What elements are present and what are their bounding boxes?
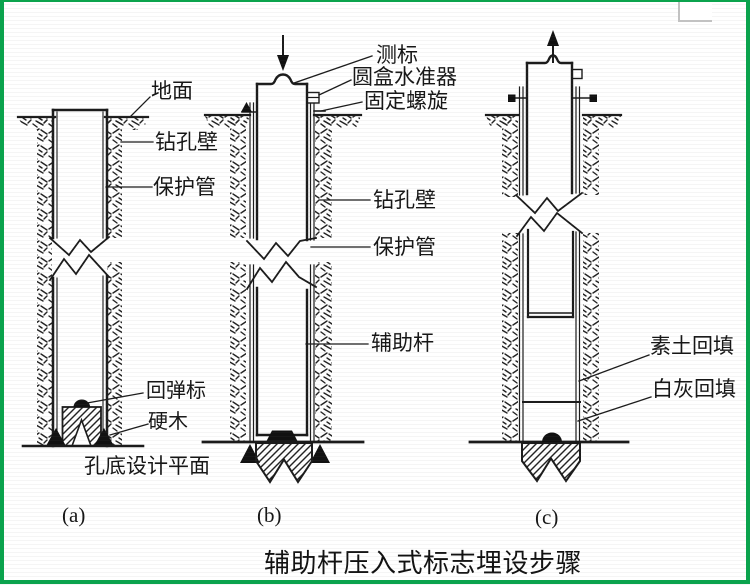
label-c-soil: 素土回填 [650,334,734,358]
corner-overlay-box [678,2,712,22]
label-a-hardwood: 硬木 [148,411,188,433]
label-b-aux-rod: 辅助杆 [371,331,434,355]
label-b-protect-tube: 保护管 [373,235,436,259]
label-b-borehole-wall: 钻孔壁 [373,188,436,212]
anchor-fishtail [521,442,581,483]
pull-up-arrow-icon [547,30,559,63]
label-a-plane: 孔底设计平面 [84,454,210,478]
figure-caption: 辅助杆压入式标志埋设步骤 [264,549,583,578]
sub-label-b: (b) [257,503,282,527]
hardwood-block [61,406,102,447]
side-attachment-box [571,68,583,80]
press-down-arrow-icon [277,35,289,71]
label-b-screw: 固定螺旋 [364,89,448,113]
anchor-fishtail [255,442,313,484]
diagram-a [16,96,154,448]
label-c-lime: 白灰回填 [652,377,736,401]
label-a-borehole-wall: 钻孔壁 [155,130,218,154]
label-a-rebound: 回弹标 [146,380,206,402]
diagram-b [201,35,373,484]
rebound-marker-dome [73,399,91,407]
sub-label-a: (a) [62,503,86,527]
label-b-level: 圆盒水准器 [352,65,457,89]
label-b-marker: 测标 [376,43,418,67]
label-ground: 地面 [151,79,193,103]
diagram-c [468,30,652,483]
sub-label-c: (c) [535,505,559,529]
label-a-protect-tube: 保护管 [153,175,216,199]
